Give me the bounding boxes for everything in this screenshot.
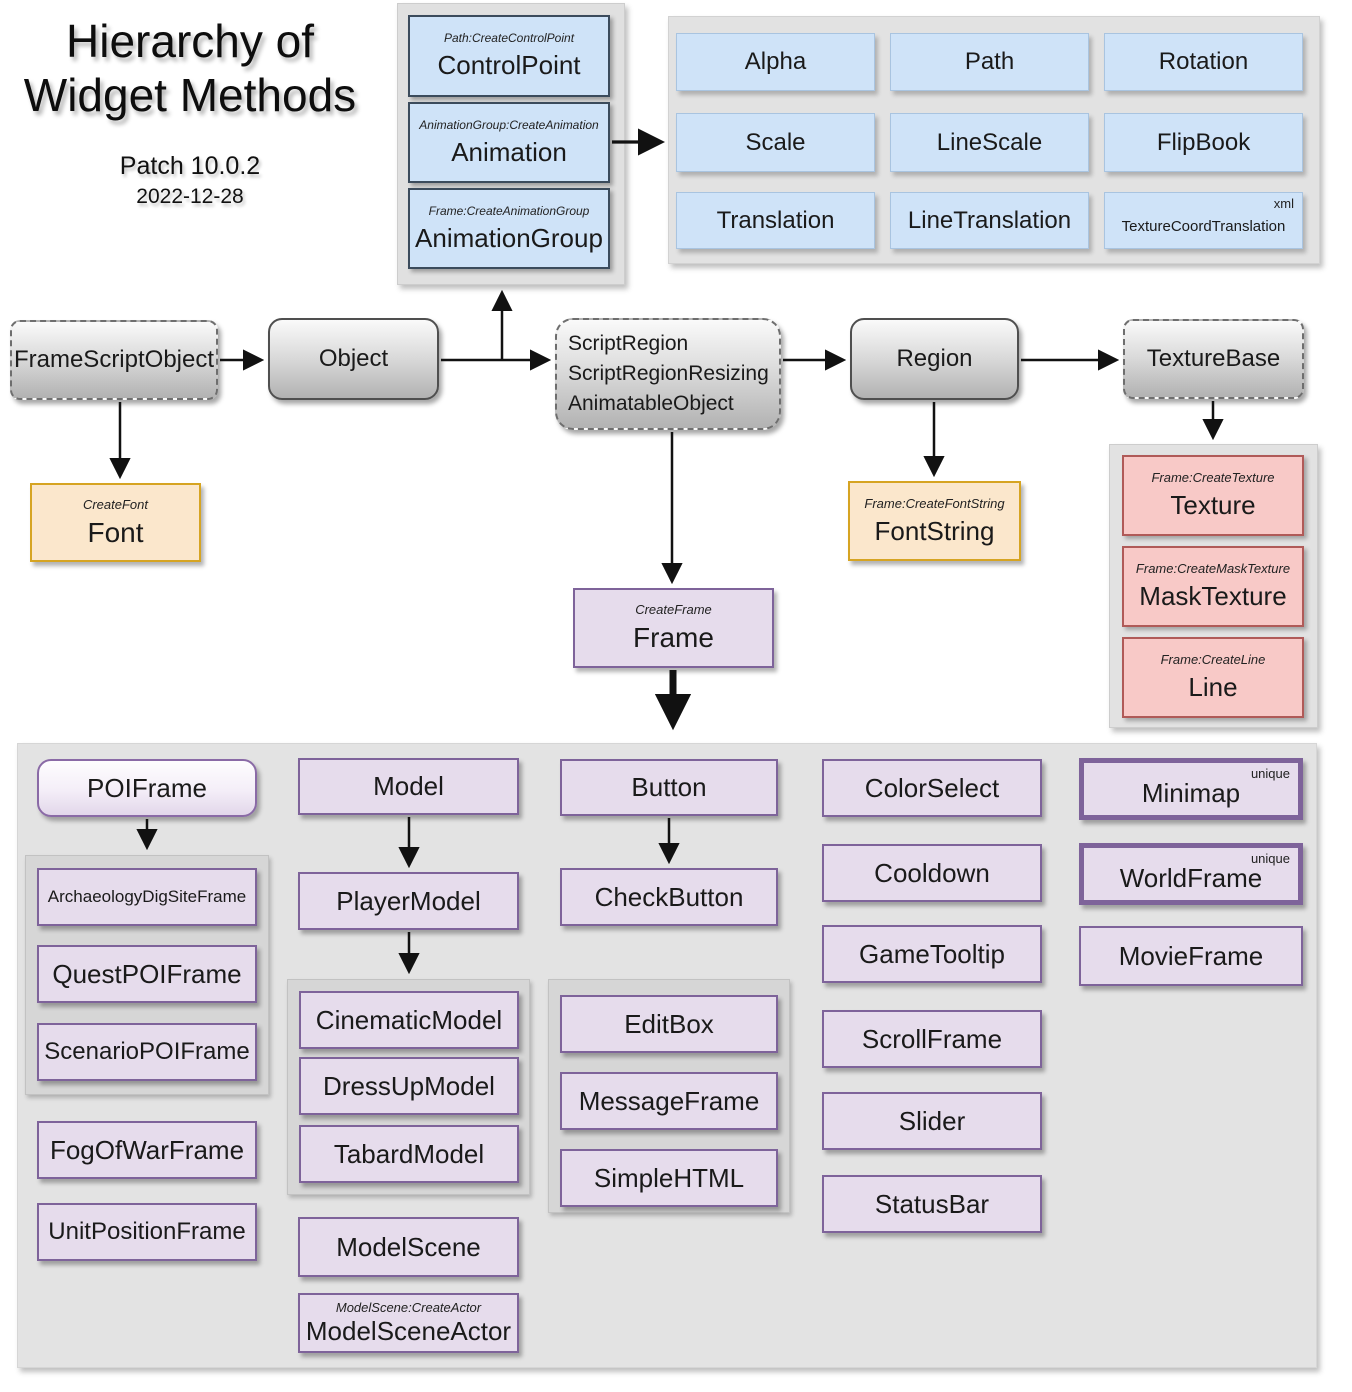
box-game-tooltip: GameTooltip [822,925,1042,983]
font-name: Font [87,516,144,548]
world-frame-unique-tag: unique [1250,851,1290,866]
minimap-name: Minimap [1141,777,1241,808]
animation-method: AnimationGroup:CreateAnimation [419,117,599,132]
box-cooldown: Cooldown [822,844,1042,902]
box-quest-poi-frame: QuestPOIFrame [37,945,257,1003]
box-poi-frame: POIFrame [37,759,257,817]
box-check-button: CheckButton [560,868,778,926]
box-rotation: Rotation [1104,33,1303,91]
node-region: Region [850,318,1019,400]
control-point-method: Path:CreateControlPoint [443,31,575,45]
title-line1: Hierarchy of [66,15,314,67]
world-frame-name: WorldFrame [1119,862,1263,893]
box-path: Path [890,33,1089,91]
line-name: Line [1188,672,1238,702]
node-texture-base: TextureBase [1123,319,1304,399]
box-model: Model [298,758,519,815]
texture-name: Texture [1170,490,1256,520]
patch-date: 2022-12-28 [136,185,244,208]
box-font: CreateFont Font [30,483,201,562]
box-player-model: PlayerModel [298,872,519,930]
box-movie-frame: MovieFrame [1079,926,1303,986]
box-font-string: Frame:CreateFontString FontString [848,481,1021,561]
animation-group-method: Frame:CreateAnimationGroup [428,203,590,218]
texture-coord-translation-name: TextureCoordTranslation [1121,218,1286,235]
box-texture-coord-translation: xml TextureCoordTranslation [1104,192,1303,249]
box-unit-position-frame: UnitPositionFrame [37,1203,257,1261]
box-edit-box: EditBox [560,995,778,1053]
animation-group-name: AnimationGroup [415,222,603,253]
box-archaeology-dig-site-frame: ArchaeologyDigSiteFrame [37,868,257,926]
box-scenario-poi-frame: ScenarioPOIFrame [37,1023,257,1081]
script-region-line3: AnimatableObject [568,392,734,415]
box-flipbook: FlipBook [1104,113,1303,172]
box-mask-texture: Frame:CreateMaskTexture MaskTexture [1122,546,1304,627]
node-script-region: ScriptRegion ScriptRegionResizing Animat… [555,318,781,430]
box-line-scale: LineScale [890,113,1089,172]
box-world-frame: unique WorldFrame [1079,843,1303,905]
minimap-unique-tag: unique [1250,766,1290,781]
frame-name: Frame [633,622,714,653]
box-message-frame: MessageFrame [560,1072,778,1130]
box-cinematic-model: CinematicModel [299,991,519,1049]
patch-version: Patch 10.0.2 [119,152,261,180]
box-frame: CreateFrame Frame [573,588,774,668]
box-line: Frame:CreateLine Line [1122,637,1304,718]
texture-method: Frame:CreateTexture [1151,470,1275,485]
box-tabard-model: TabardModel [299,1125,519,1183]
box-alpha: Alpha [676,33,875,91]
node-frame-script-object: FrameScriptObject [10,320,218,400]
mask-texture-name: MaskTexture [1139,581,1287,611]
font-string-method: Frame:CreateFontString [864,495,1005,511]
box-control-point: Path:CreateControlPoint ControlPoint [408,15,610,97]
box-minimap: unique Minimap [1079,758,1303,820]
diagram-title: Hierarchy of Widget Methods Patch 10.0.2… [0,14,380,209]
node-object: Object [268,318,439,400]
box-button: Button [560,759,778,816]
box-fog-of-war-frame: FogOfWarFrame [37,1121,257,1179]
box-translation: Translation [676,192,875,249]
box-color-select: ColorSelect [822,759,1042,817]
box-line-translation: LineTranslation [890,192,1089,249]
box-scroll-frame: ScrollFrame [822,1010,1042,1068]
box-model-scene: ModelScene [298,1217,519,1277]
xml-tag: xml [1273,196,1294,211]
title-line2: Widget Methods [23,69,357,121]
model-scene-actor-method: ModelScene:CreateActor [335,1299,482,1315]
mask-texture-method: Frame:CreateMaskTexture [1135,561,1291,576]
box-animation: AnimationGroup:CreateAnimation Animation [408,102,610,183]
script-region-line2: ScriptRegionResizing [568,362,769,385]
animation-name: Animation [451,136,567,167]
box-texture: Frame:CreateTexture Texture [1122,455,1304,536]
box-status-bar: StatusBar [822,1175,1042,1233]
line-method: Frame:CreateLine [1160,652,1266,667]
font-method: CreateFont [82,496,149,512]
box-simple-html: SimpleHTML [560,1149,778,1207]
model-scene-actor-name: ModelSceneActor [305,1315,512,1346]
box-model-scene-actor: ModelScene:CreateActor ModelSceneActor [298,1293,519,1353]
frame-method: CreateFrame [635,602,712,617]
box-animation-group: Frame:CreateAnimationGroup AnimationGrou… [408,188,610,269]
script-region-line1: ScriptRegion [568,332,689,355]
box-slider: Slider [822,1092,1042,1150]
box-scale: Scale [676,113,875,172]
font-string-name: FontString [874,515,995,546]
box-dress-up-model: DressUpModel [299,1057,519,1115]
control-point-name: ControlPoint [437,50,581,80]
